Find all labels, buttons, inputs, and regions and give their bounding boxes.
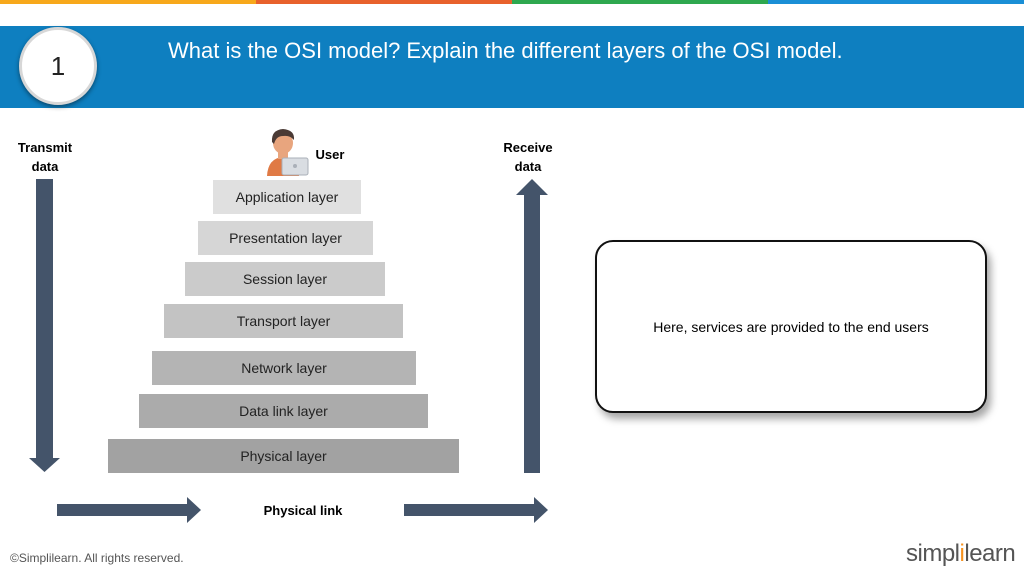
transmit-label-line2: data [31,159,59,174]
layer-transport: Transport layer [164,304,403,338]
user-icon [267,129,309,176]
layer-description-callout: Here, services are provided to the end u… [595,240,987,413]
transmit-label-line1: Transmit [17,140,73,155]
layer-physical: Physical layer [108,439,459,473]
question-number-badge: 1 [19,27,97,105]
layer-data-link: Data link layer [139,394,428,428]
physical-link-label: Physical link [263,503,343,518]
layer-application: Application layer [213,180,361,214]
receive-up-arrow [516,179,548,473]
logo-bar-text: i [959,540,965,567]
page-title: What is the OSI model? Explain the diffe… [168,38,843,63]
logo-left-text: simpl [906,540,960,567]
user-label: User [315,147,345,162]
callout-text: Here, services are provided to the end u… [653,318,929,335]
physical-link-right-arrow [404,497,548,523]
top-color-stripe [0,0,1024,4]
simplilearn-logo: simplilearn [906,540,1016,568]
receive-label-line2: data [514,159,542,174]
transmit-data-label: Transmit data [5,138,85,176]
receive-data-label: Receive data [488,138,568,176]
layer-presentation: Presentation layer [198,221,373,255]
title-banner [0,26,1024,108]
layer-network: Network layer [152,351,416,385]
transmit-down-arrow [29,179,60,472]
receive-label-line1: Receive [503,140,553,155]
layer-session: Session layer [185,262,385,296]
copyright-footer: ©Simplilearn. All rights reserved. [10,551,184,565]
physical-link-left-arrow [57,497,201,523]
logo-right-text: learn [964,540,1016,567]
